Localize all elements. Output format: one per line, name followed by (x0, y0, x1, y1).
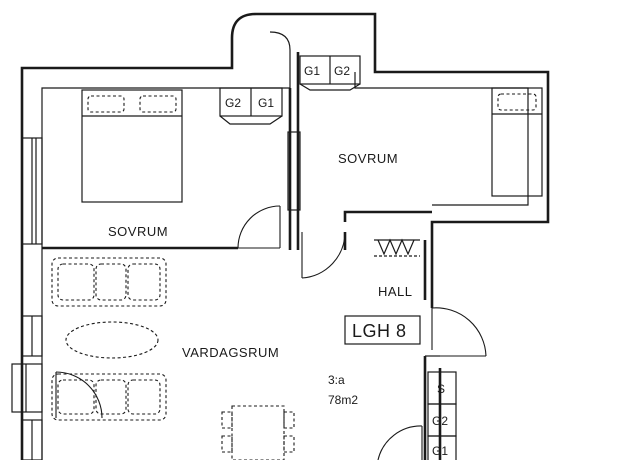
bed-right (491, 87, 543, 197)
room-label-bedroom-right: SOVRUM (338, 151, 398, 166)
apartment-area: 78m2 (328, 393, 358, 407)
wardrobe-right-bedroom: G1 G2 (299, 55, 361, 91)
cabinet-label: S (437, 382, 445, 396)
room-label-bedroom-left: SOVRUM (108, 224, 168, 239)
coat-rack (374, 238, 420, 257)
balcony-door (11, 363, 103, 419)
cabinet-label: G2 (334, 64, 350, 78)
interior-walls (42, 52, 442, 460)
cabinet-label: G1 (304, 64, 320, 78)
windows-left (21, 137, 43, 460)
outer-walls (20, 12, 550, 460)
sofa-bottom (51, 373, 167, 421)
doors (237, 205, 487, 460)
wardrobe-hall: S G2 G1 (427, 371, 457, 460)
room-label-hall: HALL (378, 284, 413, 299)
cabinet-label: G1 (432, 444, 448, 458)
apartment-id: LGH 8 (352, 321, 407, 341)
bed-left (81, 89, 183, 203)
wardrobe-left-bedroom: G2 G1 (219, 87, 283, 125)
dining-table (221, 405, 295, 460)
cabinet-label: G2 (225, 96, 241, 110)
cabinet-label: G1 (258, 96, 274, 110)
apartment-rooms: 3:a (328, 373, 345, 387)
apartment-id-box (344, 315, 421, 345)
room-label-living: VARDAGSRUM (182, 345, 279, 360)
cabinet-label: G2 (432, 414, 448, 428)
sofa-top (51, 257, 167, 307)
wall-slot (287, 131, 301, 211)
coffee-table (65, 321, 159, 359)
